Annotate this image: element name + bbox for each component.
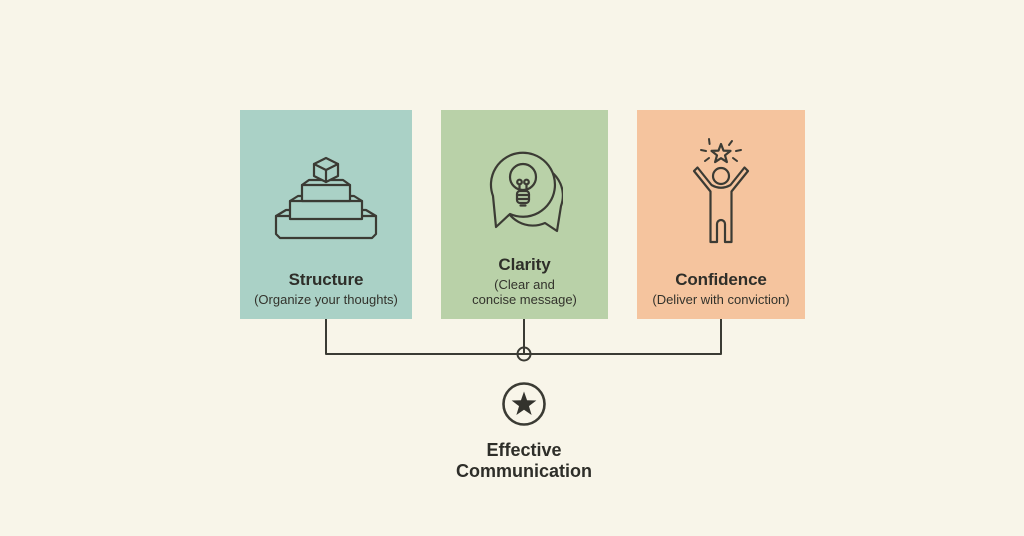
badge-star — [511, 391, 537, 416]
subtitle-line: (Organize your thoughts) — [254, 292, 398, 307]
sparkle-star-glyph — [700, 138, 742, 164]
person-glyph — [692, 166, 750, 244]
subtitle-line: (Deliver with conviction) — [652, 292, 790, 307]
person-star-icon — [692, 138, 750, 244]
speech-bubble-lightbulb-icon — [489, 151, 563, 233]
card-structure: Structure (Organize your thoughts) — [240, 110, 412, 319]
card-title-clarity: Clarity — [498, 255, 551, 274]
card-confidence: Confidence (Deliver with conviction) — [637, 110, 805, 319]
subtitle-line: concise message) — [472, 292, 577, 307]
card-subtitle-clarity: (Clear and concise message) — [472, 277, 577, 307]
lightbulb-glyph — [508, 162, 537, 207]
card-title-confidence: Confidence — [675, 270, 767, 289]
subtitle-line: (Clear and — [494, 277, 555, 292]
result-label-line: Communication — [455, 461, 592, 481]
card-title-structure: Structure — [288, 270, 364, 289]
result-label: Effective Communication — [404, 440, 644, 482]
card-clarity: Clarity (Clear and concise message) — [441, 110, 608, 319]
bracket-line — [325, 318, 722, 355]
junction-node — [516, 346, 532, 362]
badge-circle — [502, 382, 546, 426]
result-label-line: Effective — [486, 440, 562, 460]
pyramid-blocks-icon — [274, 156, 378, 240]
card-subtitle-confidence: (Deliver with conviction) — [652, 292, 789, 307]
card-subtitle-structure: (Organize your thoughts) — [254, 292, 398, 307]
star-circle-icon — [502, 382, 546, 426]
